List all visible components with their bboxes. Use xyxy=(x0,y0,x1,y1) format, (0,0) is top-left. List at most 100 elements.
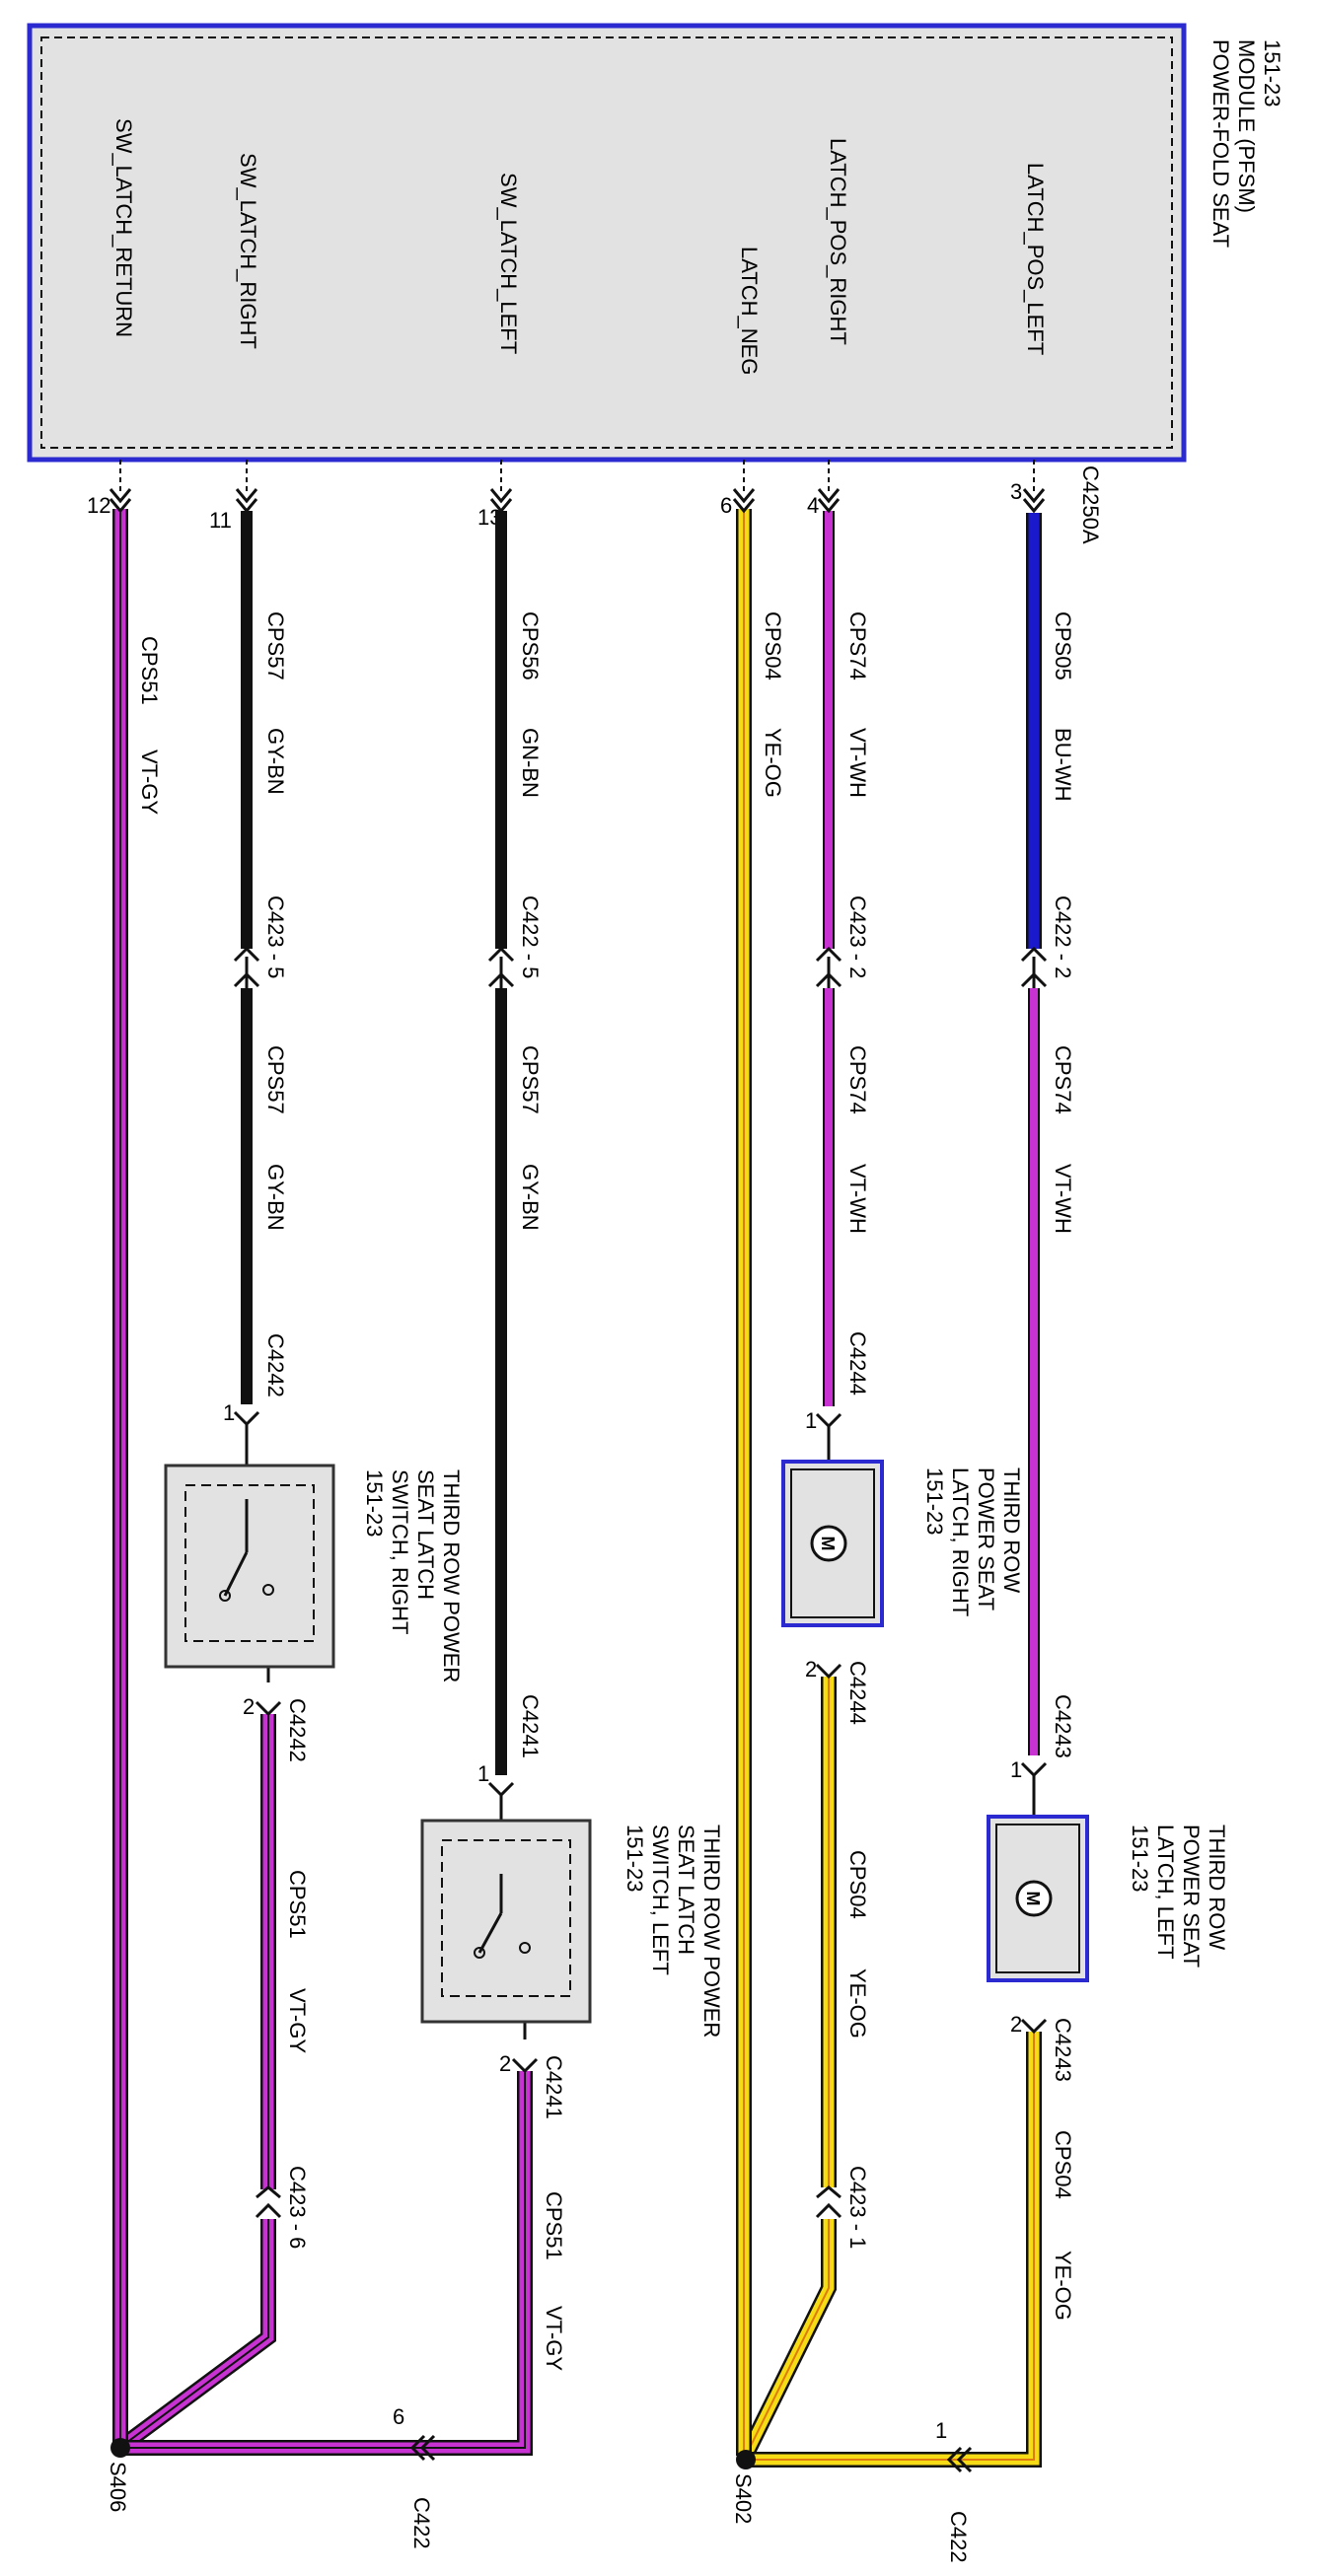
connector-c4250a-label: C4250A xyxy=(1078,465,1103,544)
latch-right-label-1: THIRD ROW xyxy=(999,1467,1024,1593)
switch-left-label-1: THIRD ROW POWER xyxy=(699,1825,724,2038)
component-connector-labels: C4243 1 C4243 2 C4244 1 C4244 2 C4241 1 … xyxy=(223,1331,1075,2119)
switch-right-label-4: 151-23 xyxy=(362,1469,387,1538)
circuit-label-cps05: CPS05 xyxy=(1051,611,1075,680)
switch-right-dashed xyxy=(184,1484,315,1642)
circuit-label-cps74-mid-right: CPS74 xyxy=(845,1045,870,1114)
motor-m-glyph-right: M xyxy=(818,1537,838,1551)
wires xyxy=(112,509,1042,2468)
circuit-label-cps57-mid-left: CPS57 xyxy=(518,1045,543,1114)
circuit-label-cps56: CPS56 xyxy=(518,611,543,680)
splice-s406-label: S406 xyxy=(106,2462,130,2512)
pin-number-6: 6 xyxy=(720,493,732,518)
motor-m-glyph-left: M xyxy=(1023,1892,1043,1906)
circuit-label-cps57-mid-right: CPS57 xyxy=(263,1045,288,1114)
switch-left-dashed xyxy=(441,1839,571,1997)
switch-left-label-2: SEAT LATCH xyxy=(674,1825,698,1955)
switch-right-label-3: SWITCH, RIGHT xyxy=(388,1469,412,1634)
module-inner-dashed-border xyxy=(40,36,1173,449)
component-latch-right: M xyxy=(781,1460,884,1627)
color-label-ye-og-latch-right: YE-OG xyxy=(845,1968,870,2039)
pin-label-c4243-1: 1 xyxy=(1010,1757,1022,1782)
lower-wire-labels: CPS04 YE-OG CPS04 YE-OG C423 - 1 CPS51 V… xyxy=(285,1850,1075,2371)
pin-label-c4243-2: 2 xyxy=(1010,2012,1022,2037)
circuit-label-cps51-return: CPS51 xyxy=(137,636,162,705)
component-switch-right xyxy=(164,1464,335,1669)
latch-left-label-1: THIRD ROW xyxy=(1205,1825,1229,1950)
connector-symbol-c422-6 xyxy=(409,2434,436,2462)
color-label-ye-og-upper: YE-OG xyxy=(761,728,785,798)
module-title-line-3: 151-23 xyxy=(1260,39,1284,107)
connector-symbol-c4243-pin1 xyxy=(1020,1761,1048,1778)
switch-left-label-4: 151-23 xyxy=(622,1825,647,1893)
pin-number-4: 4 xyxy=(807,493,819,518)
connector-symbol-pin13 xyxy=(489,488,513,514)
latch-right-inner xyxy=(790,1468,875,1618)
power-fold-seat-module-box xyxy=(27,23,1187,463)
connector-label-c422-yellow: C422 xyxy=(946,2511,971,2563)
color-label-gy-bn-mid-right: GY-BN xyxy=(263,1164,288,1231)
connector-symbol-pin6 xyxy=(732,488,756,514)
mid-wire-labels: CPS74 VT-WH CPS74 VT-WH CPS57 GY-BN CPS5… xyxy=(263,1045,1075,1234)
color-label-gy-bn-mid-left: GY-BN xyxy=(518,1164,543,1231)
switch-left-label-3: SWITCH, LEFT xyxy=(648,1825,673,1975)
color-label-vt-gy-return: VT-GY xyxy=(137,750,162,815)
motor-icon-right xyxy=(810,1525,847,1562)
pin-label-latch-pos-left: LATCH_POS_LEFT xyxy=(1023,163,1048,355)
color-label-vt-wh-mid-left: VT-WH xyxy=(1051,1164,1075,1234)
connector-label-c4244-bottom: C4244 xyxy=(845,1661,870,1725)
pin-label-c4242-2: 2 xyxy=(243,1694,255,1719)
connector-label-c4241-top: C4241 xyxy=(518,1694,543,1758)
switch-left-contact-b xyxy=(519,1942,531,1954)
pin-label-c4241-1: 1 xyxy=(477,1761,489,1786)
connector-symbol-c423-5 xyxy=(233,946,260,988)
pin-label-sw-latch-left: SW_LATCH_LEFT xyxy=(496,173,521,354)
circuit-label-cps74-upper: CPS74 xyxy=(845,611,870,680)
pin-number-12: 12 xyxy=(87,493,110,518)
circuit-label-cps04-upper: CPS04 xyxy=(761,611,785,680)
color-label-bu-wh: BU-WH xyxy=(1051,728,1075,802)
pin-label-c4242-1: 1 xyxy=(223,1400,235,1425)
latch-right-label-3: LATCH, RIGHT xyxy=(948,1467,973,1616)
latch-right-label-4: 151-23 xyxy=(922,1467,947,1536)
module-title-line-1: POWER-FOLD SEAT xyxy=(1208,39,1233,248)
pin-label-sw-latch-return: SW_LATCH_RETURN xyxy=(111,118,136,337)
circuit-label-cps51-switch-left: CPS51 xyxy=(542,2191,566,2260)
connector-symbol-c423-2 xyxy=(815,946,842,988)
switch-right-label-1: THIRD ROW POWER xyxy=(439,1469,464,1682)
switch-right-box xyxy=(164,1464,335,1669)
bottom-connector-labels: C422 1 C422 6 xyxy=(393,2404,971,2563)
switch-left-contact-a xyxy=(474,1947,485,1959)
wire-cps04-ye-og-latch-left xyxy=(949,2032,1042,2468)
connector-label-c422-violet: C422 xyxy=(409,2497,434,2549)
connector-label-c422-2: C422 - 2 xyxy=(1051,895,1075,978)
wire-cps51-vt-gy-switch-right xyxy=(117,1714,276,2453)
connector-symbol-pin11 xyxy=(235,488,258,514)
switch-right-blade xyxy=(223,1551,249,1597)
circuit-label-cps51-switch-right: CPS51 xyxy=(285,1870,310,1939)
connector-symbol-c422-2 xyxy=(1020,946,1048,988)
connector-label-c423-1: C423 - 1 xyxy=(845,2166,870,2249)
connector-symbol-c4242-pin2 xyxy=(255,1700,282,1717)
connector-symbol-c4243-pin2 xyxy=(1020,2018,1048,2035)
splice-s402-label: S402 xyxy=(731,2473,756,2524)
color-label-vt-gy-switch-left: VT-GY xyxy=(542,2306,566,2371)
connector-label-c423-5: C423 - 5 xyxy=(263,895,288,978)
pin-label-c4241-2: 2 xyxy=(499,2051,511,2076)
switch-right-label-2: SEAT LATCH xyxy=(413,1469,438,1600)
latch-left-label-3: LATCH, LEFT xyxy=(1153,1825,1178,1960)
splice-s402 xyxy=(736,2450,756,2469)
connector-symbol-pin3 xyxy=(1022,488,1046,514)
color-label-vt-gy-switch-right: VT-GY xyxy=(285,1988,310,2053)
wire-cps51-vt-gy-switch-left xyxy=(412,2071,533,2456)
latch-left-label-4: 151-23 xyxy=(1128,1825,1152,1893)
module-pin-stubs xyxy=(119,460,1035,493)
pin-number-3: 3 xyxy=(1010,479,1022,504)
component-switch-left xyxy=(420,1819,592,2024)
wire-cps04-ye-og-latch-right xyxy=(738,1677,837,2460)
color-label-gn-bn: GN-BN xyxy=(518,728,543,798)
color-label-vt-wh-mid-right: VT-WH xyxy=(845,1164,870,1234)
pin-label-c4244-1: 1 xyxy=(805,1408,817,1433)
connector-symbol-pin12 xyxy=(109,488,132,514)
connector-symbol-c422-1 xyxy=(946,2446,973,2473)
